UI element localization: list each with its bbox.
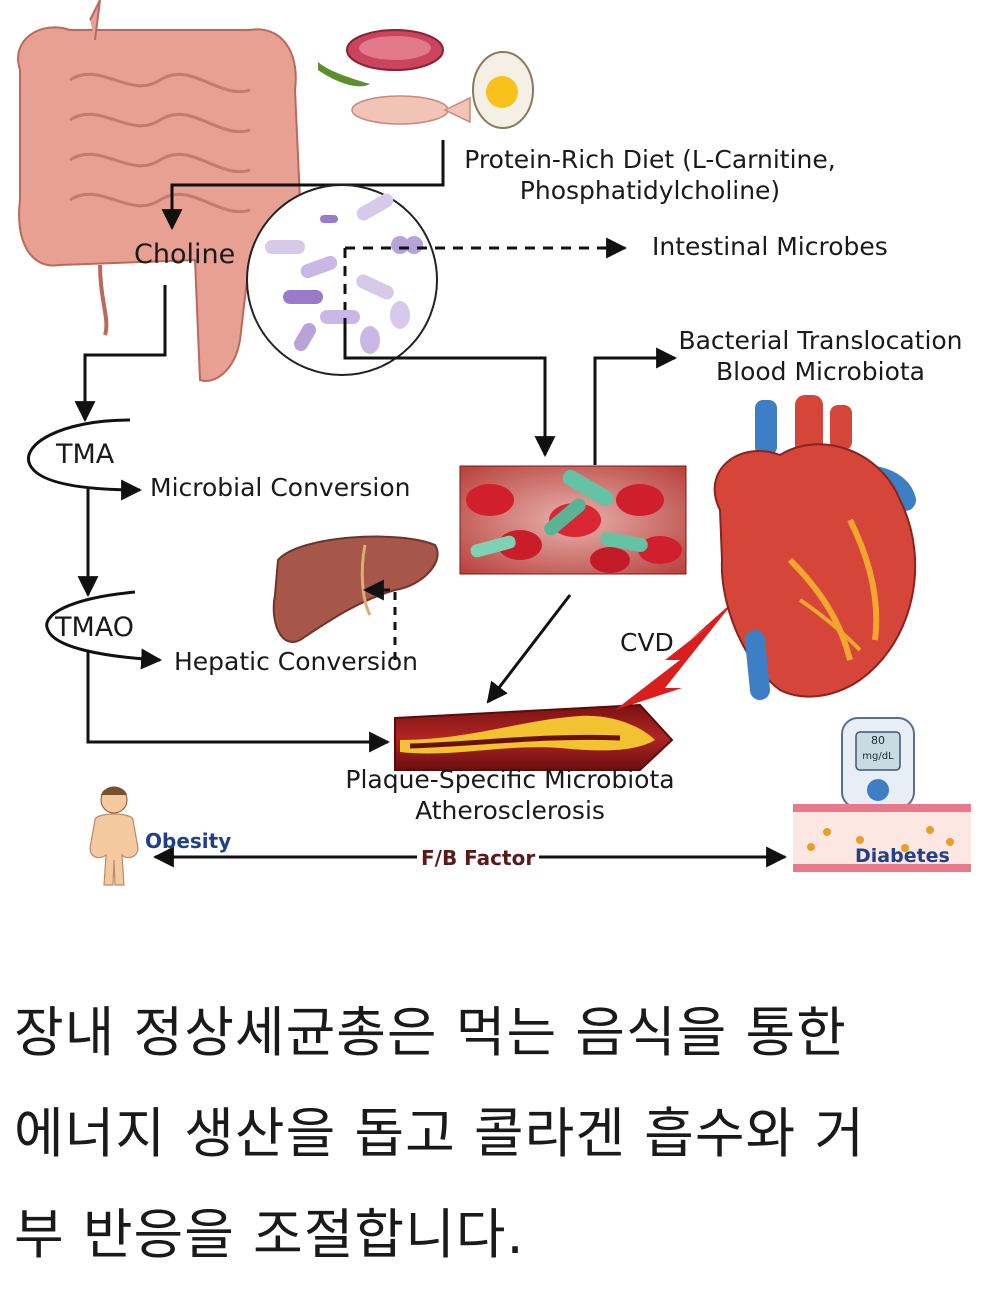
choline-label: Choline (134, 239, 236, 270)
caption-line-3: 부 반응을 조절합니다. (14, 1203, 525, 1266)
glucometer-unit: mg/dL (862, 751, 894, 762)
fb-factor-label: F/B Factor (417, 843, 540, 873)
bacterial-translocation-label-line1: Bacterial Translocation (678, 326, 963, 355)
liver-illustration (272, 535, 439, 643)
diabetes-vessel-illustration (793, 804, 971, 872)
glucometer-reading: 80 (871, 734, 885, 747)
diagram-artwork (17, 0, 971, 886)
tmao-label: TMAO (55, 612, 135, 643)
microbial-conversion-label: Microbial Conversion (150, 473, 411, 502)
intestinal-microbes-label: Intestinal Microbes (652, 232, 888, 261)
protein-foods-illustration (318, 29, 534, 129)
protein-diet-label-line2: Phosphatidylcholine) (519, 176, 781, 205)
intestine-illustration (17, 0, 302, 382)
cvd-lightning-icon (615, 600, 735, 710)
caption-paragraph: 장내 정상세균총은 먹는 음식을 통한 에너지 생산을 돕고 콜라겐 흡수와 거… (14, 982, 974, 1285)
bacterial-translocation-label-line2: Blood Microbiota (715, 357, 926, 386)
caption-line-1: 장내 정상세균총은 먹는 음식을 통한 (14, 1001, 847, 1064)
obesity-person-icon (89, 786, 139, 886)
protein-diet-label-line1: Protein-Rich Diet (L-Carnitine, (464, 145, 836, 174)
obesity-label: Obesity (145, 829, 232, 853)
intestinal-microbes-circle (246, 184, 438, 376)
gut-microbiota-diagram: Protein-Rich Diet (L-Carnitine, Phosphat… (17, 0, 971, 886)
hepatic-conversion-label: Hepatic Conversion (174, 647, 418, 676)
diabetes-label: Diabetes (855, 845, 950, 867)
tma-label: TMA (56, 439, 115, 470)
blood-microbiota-image (459, 465, 687, 575)
artery-plaque-illustration (394, 703, 674, 771)
heart-illustration (713, 395, 917, 700)
cvd-label: CVD (620, 628, 674, 657)
caption-line-2: 에너지 생산을 돕고 콜라겐 흡수와 거 (14, 1102, 866, 1165)
plaque-label-line2: Atherosclerosis (415, 796, 605, 825)
plaque-label-line1: Plaque-Specific Microbiota (345, 765, 675, 794)
